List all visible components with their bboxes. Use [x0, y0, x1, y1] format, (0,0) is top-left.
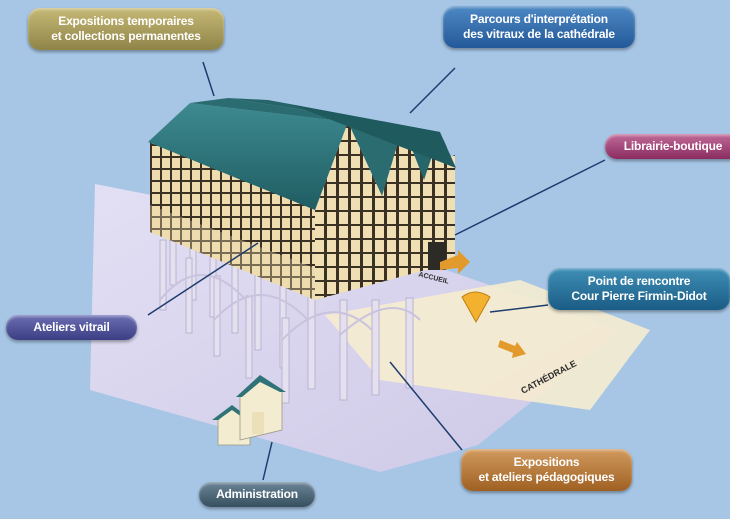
- building-front-wall: [315, 155, 455, 300]
- roof-main: [148, 103, 348, 210]
- label-line: Point de rencontre: [587, 274, 691, 288]
- label-parcours-vitraux[interactable]: Parcours d'interprétation des vitraux de…: [443, 6, 635, 48]
- label-line: Expositions: [513, 455, 580, 469]
- label-administration[interactable]: Administration: [199, 482, 315, 507]
- label-line: Librairie-boutique: [623, 139, 723, 153]
- cathedrale-arrow: [498, 340, 526, 358]
- accueil-arrow: [440, 250, 470, 274]
- label-line: des vitraux de la cathédrale: [463, 27, 615, 41]
- label-line: Ateliers vitrail: [33, 320, 110, 334]
- label-expositions-ateliers-pedagogiques[interactable]: Expositions et ateliers pédagogiques: [461, 449, 632, 491]
- label-line: Parcours d'interprétation: [470, 12, 608, 26]
- label-line: Expositions temporaires: [58, 14, 194, 28]
- label-librairie-boutique[interactable]: Librairie-boutique: [605, 134, 730, 159]
- meeting-point-pin: [461, 291, 491, 324]
- label-line: Administration: [216, 487, 298, 501]
- label-line: Cour Pierre Firmin-Didot: [571, 289, 707, 303]
- label-point-de-rencontre[interactable]: Point de rencontre Cour Pierre Firmin-Di…: [548, 268, 730, 310]
- label-line: et collections permanentes: [51, 29, 201, 43]
- label-ateliers-vitrail[interactable]: Ateliers vitrail: [6, 315, 137, 340]
- building-side-wall: [150, 140, 315, 300]
- gable-2: [382, 126, 424, 196]
- leader-lines: [147, 61, 606, 481]
- gable-1: [315, 122, 382, 210]
- label-line: et ateliers pédagogiques: [478, 470, 615, 484]
- vault-arches: [159, 274, 421, 341]
- label-expositions-temporaires[interactable]: Expositions temporaires et collections p…: [28, 8, 224, 50]
- administration-building: [212, 375, 286, 446]
